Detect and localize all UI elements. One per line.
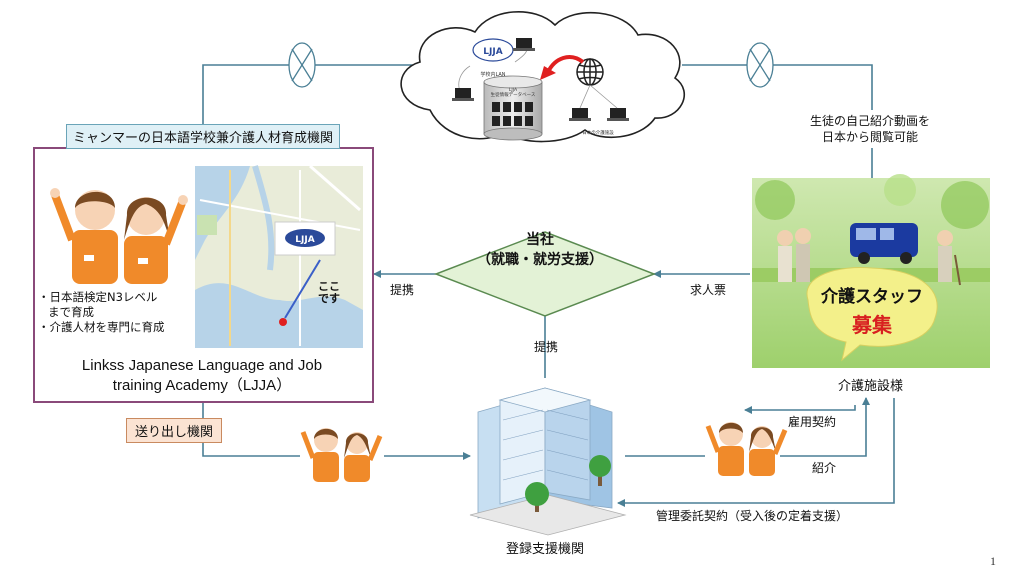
arrow-management-contract: [617, 398, 895, 507]
video-note: 生徒の自己紹介動画を 日本から閲覧可能: [809, 114, 930, 144]
person-icon: [124, 195, 188, 284]
line-cloud-facility: [682, 64, 873, 110]
sent-staff-illustration: [300, 428, 383, 482]
laptop-icon: [569, 108, 591, 121]
academy-header: ミャンマーの日本語学校兼介護人材育成機関: [66, 124, 341, 149]
cloud-network: LJJA 学校内LAN LJJA 生徒情報データベース: [452, 38, 629, 141]
arrow-employment-contract: [744, 405, 856, 414]
connection-lines: [202, 64, 895, 507]
bullet-n3-line1: ・日本語検定N3レベル: [38, 290, 158, 304]
cloud-client-label: 日本の介護施設: [582, 129, 614, 136]
bullet-n3-line2: まで育成: [48, 305, 94, 319]
database-icon: LJJA 生徒情報データベース: [483, 75, 543, 141]
elderly-couple-icon: [777, 228, 961, 286]
cloud-lan-label: 学校内LAN: [480, 71, 505, 78]
partnership-left-label: 提携: [390, 283, 415, 297]
bullet-care-training: ・介護人材を専門に育成: [38, 320, 165, 334]
academy-map: LJJA ここです: [195, 164, 363, 348]
laptop-icon: [607, 108, 629, 121]
care-sign-line1: 介護スタッフ: [820, 286, 923, 307]
tree-icon: [525, 482, 549, 512]
employment-contract-label: 雇用契約: [788, 415, 837, 429]
management-contract-label: 管理委託契約（受入後の定着支援）: [656, 509, 849, 523]
page-number: 1: [990, 554, 996, 568]
person-icon: [50, 188, 118, 284]
academy-staff-illustration: [50, 188, 188, 284]
registered-support-label: 登録支援機関: [506, 542, 585, 557]
network-switch-icon: [288, 42, 316, 88]
care-sign-line2: 募集: [851, 313, 893, 337]
laptop-icon: [452, 88, 474, 101]
sending-org-label: 送り出し機関: [126, 418, 223, 443]
introduced-staff-illustration: [705, 422, 788, 476]
care-staff-recruit-sign: 介護スタッフ 募集: [806, 266, 938, 362]
academy-name: Linkss Japanese Language and Job trainin…: [81, 357, 323, 394]
network-switch-icon: [746, 42, 774, 88]
laptop-icon: [513, 38, 535, 51]
introduction-label: 紹介: [812, 461, 837, 475]
map-here-label: ここです: [318, 280, 340, 305]
tree-icon: [589, 455, 611, 486]
care-facility-photo: 介護スタッフ 募集: [752, 174, 990, 368]
building-icon: [469, 387, 627, 536]
company-label: 当社 （就職・就労支援）: [477, 232, 603, 268]
red-access-arrow: [546, 55, 585, 74]
academy-bullets: ・日本語検定N3レベル まで育成 ・介護人材を専門に育成: [38, 290, 165, 335]
partnership-down-label: 提携: [534, 340, 559, 354]
company-diamond: [433, 231, 657, 317]
svg-text:LJJA: LJJA: [509, 87, 518, 93]
svg-text:生徒情報データベース: 生徒情報データベース: [491, 91, 536, 98]
van-icon: [850, 223, 918, 264]
facility-label: 介護施設様: [838, 379, 904, 394]
job-posting-label: 求人票: [690, 283, 727, 297]
cloud-logo: LJJA: [483, 47, 502, 57]
arrow-introduction: [780, 397, 870, 457]
line-academy-cloud: [202, 64, 420, 128]
map-logo: LJJA: [295, 235, 314, 245]
map-pin-icon: [279, 318, 287, 326]
